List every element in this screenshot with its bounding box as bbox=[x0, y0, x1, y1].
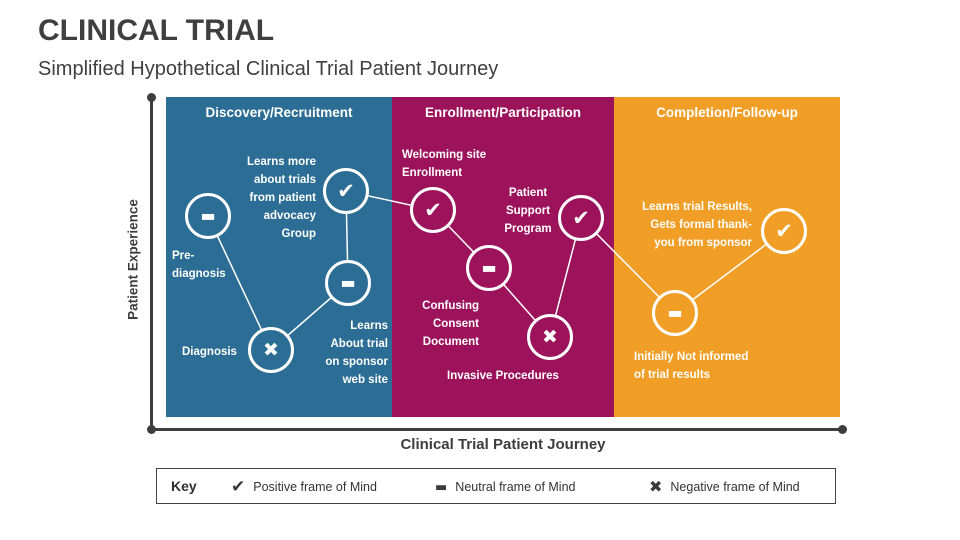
label-consent-document: Confusing Consent Document bbox=[422, 300, 479, 348]
node-welcoming-enrollment: ✔ bbox=[410, 187, 456, 233]
node-not-informed: ▬ bbox=[652, 290, 698, 336]
check-icon: ✔ bbox=[775, 218, 793, 243]
phase-header-discovery: Discovery/Recruitment bbox=[205, 105, 353, 120]
check-icon: ✔ bbox=[337, 178, 355, 203]
label-welcoming-enrollment: Welcoming site Enrollment bbox=[402, 149, 487, 179]
neutral-icon: ▬ bbox=[667, 303, 683, 322]
x-icon: ✖ bbox=[263, 338, 279, 361]
label-trial-results: Learns trial Results, Gets formal thank-… bbox=[642, 201, 752, 249]
neutral-icon: ▬ bbox=[435, 479, 448, 495]
label-invasive-procedures: Invasive Procedures bbox=[447, 370, 559, 382]
legend: Key ✔ Positive frame of Mind ▬ Neutral f… bbox=[156, 468, 836, 504]
label-not-informed: Initially Not informed of trial results bbox=[634, 351, 749, 381]
y-axis-label: Patient Experience bbox=[125, 199, 141, 320]
label-pre-diagnosis: Pre- diagnosis bbox=[172, 250, 226, 280]
node-consent-document: ▬ bbox=[466, 245, 512, 291]
label-advocacy-group: Learns more about trials from patient ad… bbox=[246, 156, 316, 240]
label-patient-support: Patient Support Program bbox=[504, 187, 552, 235]
node-pre-diagnosis: ▬ bbox=[185, 193, 231, 239]
node-diagnosis: ✖ bbox=[248, 327, 294, 373]
page-subtitle: Simplified Hypothetical Clinical Trial P… bbox=[38, 58, 499, 80]
node-sponsor-website: ▬ bbox=[325, 260, 371, 306]
x-axis-end-dot bbox=[838, 425, 847, 434]
check-icon: ✔ bbox=[424, 197, 442, 222]
node-invasive-procedures: ✖ bbox=[527, 314, 573, 360]
label-diagnosis: Diagnosis bbox=[182, 346, 237, 358]
legend-label-neutral: Neutral frame of Mind bbox=[455, 480, 576, 494]
x-axis-line bbox=[150, 428, 843, 431]
legend-item-positive: ✔ Positive frame of Mind bbox=[231, 469, 377, 505]
phase-header-enrollment: Enrollment/Participation bbox=[424, 105, 582, 120]
node-patient-support: ✔ bbox=[558, 195, 604, 241]
node-trial-results: ✔ bbox=[761, 208, 807, 254]
label-sponsor-website: Learns About trial on sponsor web site bbox=[325, 320, 388, 386]
x-icon: ✖ bbox=[649, 477, 663, 496]
legend-item-neutral: ▬ Neutral frame of Mind bbox=[435, 469, 575, 505]
y-axis-top-dot bbox=[147, 93, 156, 102]
legend-label-positive: Positive frame of Mind bbox=[253, 480, 377, 494]
check-icon: ✔ bbox=[231, 476, 246, 497]
axis-origin-dot bbox=[147, 425, 156, 434]
neutral-icon: ▬ bbox=[200, 206, 216, 225]
page-title: CLINICAL TRIAL bbox=[38, 14, 275, 47]
neutral-icon: ▬ bbox=[340, 273, 356, 292]
x-axis-label: Clinical Trial Patient Journey bbox=[400, 436, 606, 453]
legend-label-negative: Negative frame of Mind bbox=[670, 480, 800, 494]
node-advocacy-group: ✔ bbox=[323, 168, 369, 214]
legend-title: Key bbox=[171, 478, 197, 494]
phase-header-completion: Completion/Follow-up bbox=[656, 105, 798, 120]
check-icon: ✔ bbox=[572, 205, 590, 230]
y-axis-line bbox=[150, 97, 153, 431]
legend-item-negative: ✖ Negative frame of Mind bbox=[649, 469, 800, 505]
neutral-icon: ▬ bbox=[481, 258, 497, 277]
x-icon: ✖ bbox=[542, 325, 558, 348]
